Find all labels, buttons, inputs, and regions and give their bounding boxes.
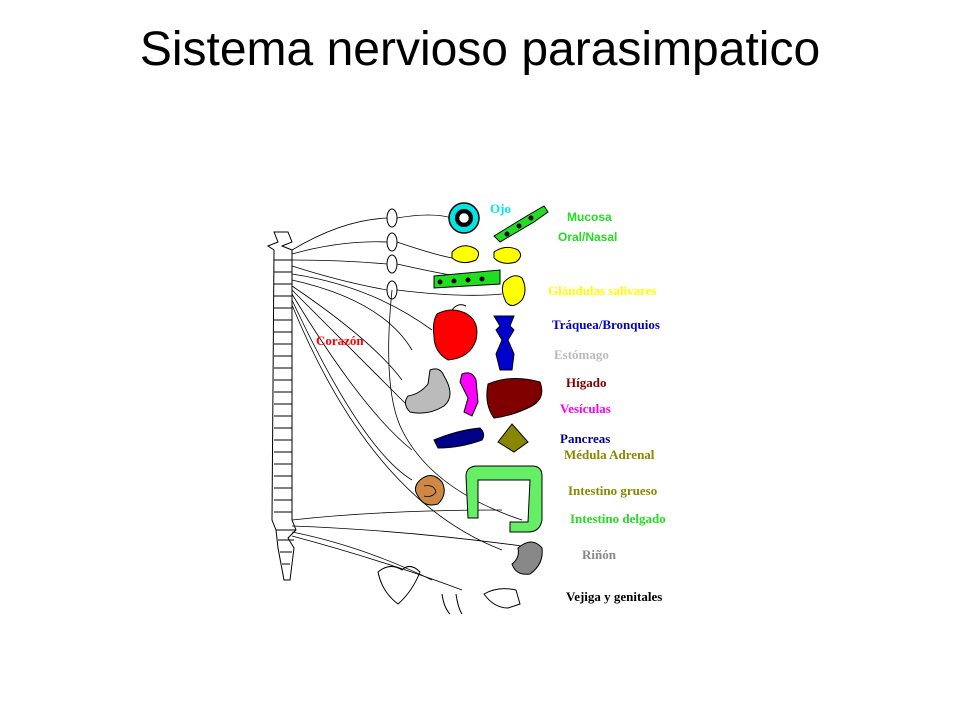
label-vesiculas: Vesículas xyxy=(560,401,611,416)
pancreas-organ xyxy=(433,427,485,449)
salivary-glands-organ xyxy=(451,245,526,306)
label-ojo: Ojo xyxy=(490,201,511,216)
label-pancreas: Pancreas xyxy=(560,431,611,446)
ganglia xyxy=(386,208,398,300)
bladder-genitals-organ xyxy=(377,566,521,615)
adrenal-organ xyxy=(497,423,529,453)
trachea-organ xyxy=(493,315,515,371)
label-estomago: Estómago xyxy=(554,347,609,362)
mucosa-organ xyxy=(433,205,549,289)
label-medula-adrenal: Médula Adrenal xyxy=(564,447,655,462)
liver-organ xyxy=(486,378,543,419)
label-higado: Hígado xyxy=(566,375,607,390)
spinal-column xyxy=(266,231,297,581)
label-corazon: Corazón xyxy=(316,333,364,348)
label-mucosa: Mucosa xyxy=(567,210,612,224)
label-rinon: Riñón xyxy=(582,547,616,562)
label-oral-nasal: Oral/Nasal xyxy=(558,230,618,244)
parasympathetic-diagram: Ojo Mucosa Oral/Nasal Glándulas salivare… xyxy=(262,190,702,620)
label-intestino-grueso: Intestino grueso xyxy=(568,483,658,498)
slide-title: Sistema nervioso parasimpatico xyxy=(139,23,821,76)
diagram-drawing xyxy=(266,202,549,615)
eye-organ xyxy=(448,202,480,234)
gallbladder-organ xyxy=(459,372,479,417)
nerve-fibers xyxy=(291,214,523,591)
stomach-organ xyxy=(404,368,451,414)
large-intestine-organ xyxy=(465,465,543,533)
small-intestine-organ xyxy=(414,475,445,506)
label-traquea: Tráquea/Bronquios xyxy=(552,317,660,332)
heart-organ xyxy=(432,304,478,361)
label-vejiga: Vejiga y genitales xyxy=(566,589,663,604)
label-glandulas: Glándulas salivares xyxy=(548,283,657,298)
label-intestino-delgado: Intestino delgado xyxy=(570,511,666,526)
kidney-organ xyxy=(511,541,543,575)
